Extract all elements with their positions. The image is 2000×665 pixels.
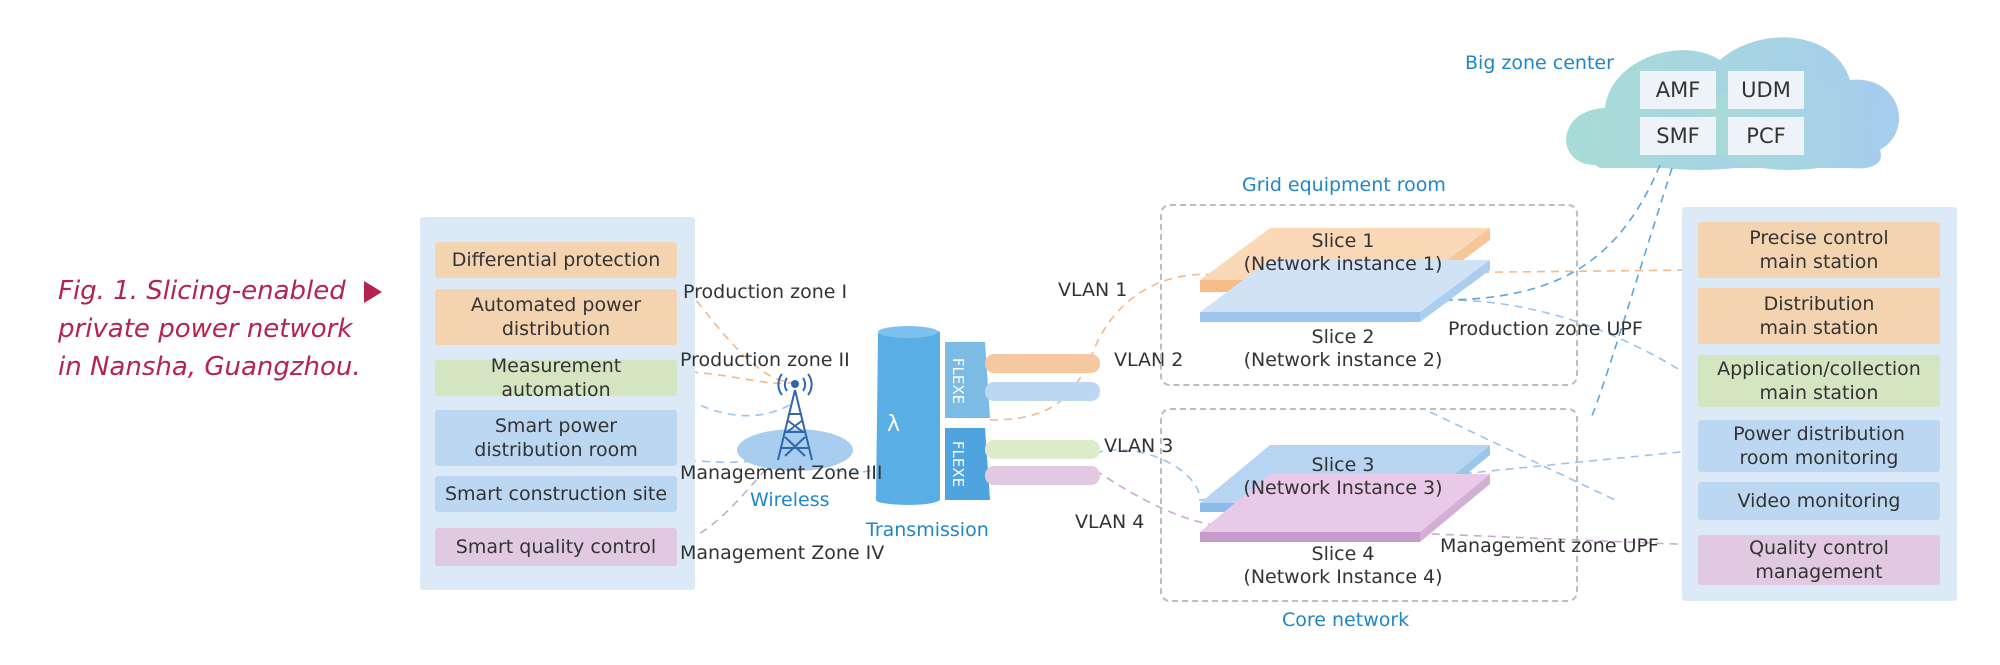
flexe-label-top: FLEXE: [949, 357, 968, 405]
transmission-device: [875, 326, 1100, 505]
vlan-2-label: VLAN 2: [1114, 349, 1184, 371]
grid-room-area: [1160, 204, 1578, 386]
service-smart-power-distribution-room: Smart power distribution room: [435, 410, 677, 466]
station-power-distribution-room-monitoring: Power distribution room monitoring: [1698, 420, 1940, 472]
station-video-monitoring: Video monitoring: [1698, 482, 1940, 520]
service-measurement-automation: Measurement automation: [435, 355, 677, 401]
service-automated-power-distribution: Automated power distribution: [435, 289, 677, 345]
caption-line-3: in Nansha, Guangzhou.: [58, 352, 361, 382]
management-zone-upf-label: Management zone UPF: [1440, 535, 1659, 557]
vlan-3-label: VLAN 3: [1104, 435, 1174, 457]
nf-udm: UDM: [1728, 71, 1804, 109]
station-precise-control: Precise control main station: [1698, 222, 1940, 278]
zone-label-production-2: Production zone II: [680, 349, 850, 371]
vlan-1-label: VLAN 1: [1058, 279, 1128, 301]
service-smart-construction-site: Smart construction site: [435, 476, 677, 512]
caption-line-1: Fig. 1. Slicing-enabled: [58, 276, 346, 306]
vlan-4-label: VLAN 4: [1075, 511, 1145, 533]
nf-amf: AMF: [1640, 71, 1716, 109]
wireless-area: [737, 429, 853, 471]
production-zone-upf-label: Production zone UPF: [1448, 318, 1643, 340]
slice-1-label: Slice 1 (Network instance 1): [1243, 230, 1443, 275]
wireless-label: Wireless: [750, 489, 830, 511]
service-smart-quality-control: Smart quality control: [435, 528, 677, 566]
big-zone-center-title: Big zone center: [1465, 52, 1614, 74]
grid-room-title: Grid equipment room: [1242, 174, 1446, 196]
service-differential-protection: Differential protection: [435, 242, 677, 278]
nf-pcf: PCF: [1728, 117, 1804, 155]
core-network-title: Core network: [1282, 609, 1410, 631]
station-distribution: Distribution main station: [1698, 288, 1940, 344]
lambda-symbol: λ: [887, 412, 901, 437]
transmission-label: Transmission: [866, 519, 989, 541]
figure-caption: Fig. 1. Slicing-enabled private power ne…: [58, 272, 382, 386]
station-quality-control-management: Quality control management: [1698, 535, 1940, 585]
slice-3-label: Slice 3 (Network Instance 3): [1243, 454, 1443, 499]
station-application-collection: Application/collection main station: [1698, 355, 1940, 407]
radio-tower-icon: [777, 373, 813, 461]
caption-line-2: private power network: [58, 314, 353, 344]
left-services-panel: [420, 217, 695, 590]
zone-label-production-1: Production zone I: [683, 281, 848, 303]
slice-4-label: Slice 4 (Network Instance 4): [1243, 543, 1443, 588]
nf-smf: SMF: [1640, 117, 1716, 155]
core-network-area: [1160, 408, 1578, 602]
zone-label-management-4: Management Zone IV: [680, 542, 885, 564]
slice-2-label: Slice 2 (Network instance 2): [1243, 326, 1443, 371]
flexe-label-bottom: FLEXE: [949, 440, 968, 488]
zone-label-management-3: Management Zone III: [680, 462, 883, 484]
slice-plates: [1200, 228, 1490, 542]
caption-arrow-icon: [363, 280, 382, 303]
